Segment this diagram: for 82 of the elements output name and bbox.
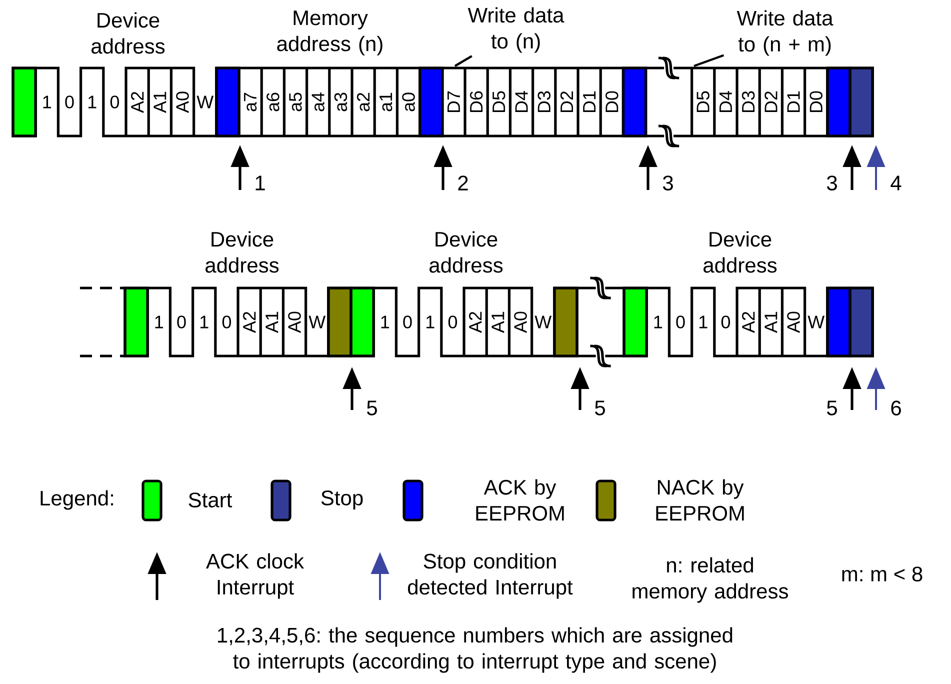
sequence-number: 3 (826, 176, 837, 190)
legend-label: Stop (321, 490, 363, 510)
sequence-number: 3 (662, 176, 673, 190)
bit-label: D0 (810, 91, 822, 112)
bit-label: 0 (721, 316, 730, 328)
bit-label: a0 (402, 92, 415, 112)
heading-text: Memory address (n) (277, 10, 382, 56)
note-text: 1,2,3,4,5,6: the sequence numbers which are assigned to interrupts (according to interrupt type and scene) (218, 627, 732, 673)
legend-label: ACK by EEPROM (476, 479, 564, 521)
bit-label: A0 (787, 312, 800, 333)
bit-label: D5 (492, 91, 506, 112)
bit-label: 1 (43, 96, 52, 108)
sequence-number: 5 (827, 400, 837, 416)
sequence-number: 4 (890, 176, 902, 190)
bit-label: A0 (288, 312, 301, 333)
bit-label: 0 (65, 96, 74, 108)
bit-label: A2 (469, 312, 482, 333)
bit-label: a5 (289, 92, 302, 112)
leader-line (454, 55, 472, 67)
bit-label: 1 (426, 316, 434, 328)
bit-label: D3 (742, 91, 755, 112)
heading-text: Device address (704, 231, 777, 273)
bit-label: A1 (492, 312, 504, 333)
bit-label: D4 (515, 91, 528, 112)
bit-label: 1 (381, 316, 390, 328)
sequence-number: 2 (458, 176, 468, 190)
bit-label: A0 (514, 312, 527, 333)
legend-label: ACK clock Interrupt (206, 553, 304, 599)
legend-label: Stop condition detected Interrupt (408, 553, 573, 599)
bit-label: D2 (560, 91, 573, 112)
bit-label: 0 (448, 316, 458, 328)
note-text: n: related memory address (632, 557, 788, 603)
legend-title: Legend: (40, 490, 114, 510)
bit-label: a4 (312, 92, 324, 112)
bit-label: A2 (742, 312, 755, 333)
bit-label: D0 (606, 91, 618, 112)
bit-label: a2 (356, 92, 370, 112)
bit-label: D7 (448, 91, 460, 112)
legend-label: NACK by EEPROM (656, 479, 744, 521)
sequence-number: 1 (256, 176, 265, 190)
sequence-number: 6 (891, 400, 901, 416)
bit-label: 1 (88, 96, 96, 108)
bit-label: D5 (696, 91, 710, 112)
heading-text: Device address (92, 12, 165, 54)
bit-label: 1 (700, 316, 708, 328)
bit-label: A1 (266, 312, 278, 333)
annotation-text: Write data to (n + m) (736, 10, 834, 56)
bit-label: 1 (155, 316, 164, 328)
bit-label: A0 (176, 92, 189, 113)
heading-text: Device address (430, 231, 503, 273)
bit-label: a6 (266, 92, 280, 112)
bit-label: D1 (787, 91, 800, 112)
bit-label: a1 (380, 92, 392, 112)
bit-label: 0 (222, 316, 232, 328)
bit-label: 0 (403, 316, 412, 328)
bit-label: D3 (538, 91, 550, 112)
bit-label: 0 (676, 316, 685, 328)
bit-label: A1 (764, 312, 778, 333)
bit-label: W (534, 316, 552, 328)
bit-label: 1 (654, 316, 662, 328)
bit-label: D2 (764, 91, 778, 112)
bit-label: W (308, 316, 326, 328)
bit-label: A1 (154, 92, 166, 113)
annotation-text: Write data to (n) (468, 7, 564, 53)
bit-label: W (196, 96, 214, 108)
bit-label: 0 (110, 96, 120, 108)
bit-label: D4 (720, 91, 732, 112)
bit-label: A2 (243, 312, 256, 333)
bit-label: D1 (583, 91, 596, 112)
bit-label: a3 (334, 92, 348, 112)
bit-label: D6 (470, 91, 483, 112)
bit-label: 1 (200, 316, 208, 328)
bit-label: 0 (177, 316, 186, 328)
heading-text: Device address (206, 231, 279, 273)
bit-label: A2 (131, 92, 144, 113)
note-text: m: m < 8 (842, 566, 922, 582)
sequence-number: 5 (595, 400, 605, 416)
legend-label: Start (188, 492, 232, 508)
leader-line (694, 54, 724, 68)
bit-label: W (808, 316, 825, 328)
bit-label: a7 (244, 92, 257, 112)
sequence-number: 5 (367, 400, 377, 416)
